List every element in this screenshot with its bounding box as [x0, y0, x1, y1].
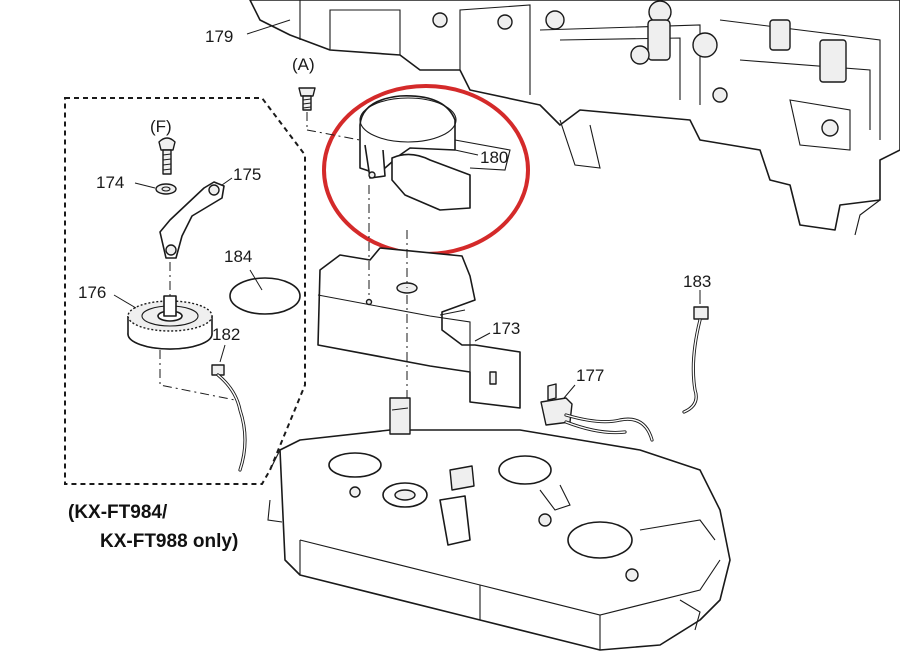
note-line-1: (KX-FT984/	[68, 502, 168, 523]
flat-cable-180	[359, 95, 511, 211]
label-177: 177	[576, 366, 604, 385]
label-179: 179	[205, 27, 233, 46]
chassis-179	[246, 0, 900, 236]
optional-parts-outline	[64, 97, 306, 485]
screw-f	[158, 137, 176, 175]
label-180: 180	[480, 148, 508, 167]
label-176: 176	[78, 283, 106, 302]
label-184: 184	[224, 247, 252, 266]
label-182: 182	[212, 325, 240, 344]
disc-184	[229, 269, 301, 315]
base-assembly	[267, 397, 731, 651]
plate-173	[306, 129, 521, 470]
label-a: (A)	[292, 55, 315, 74]
cable-182	[211, 344, 247, 472]
washer-174	[134, 182, 177, 195]
gear-176	[113, 294, 236, 401]
label-f: (F)	[150, 117, 172, 136]
switch-177	[540, 383, 654, 442]
note-line-2: KX-FT988 only)	[100, 531, 238, 552]
label-175: 175	[233, 165, 261, 184]
label-173: 173	[492, 319, 520, 338]
label-183: 183	[683, 272, 711, 291]
screw-a	[298, 87, 316, 130]
label-174: 174	[96, 173, 124, 192]
cable-183	[682, 290, 709, 414]
lever-175	[159, 177, 233, 296]
